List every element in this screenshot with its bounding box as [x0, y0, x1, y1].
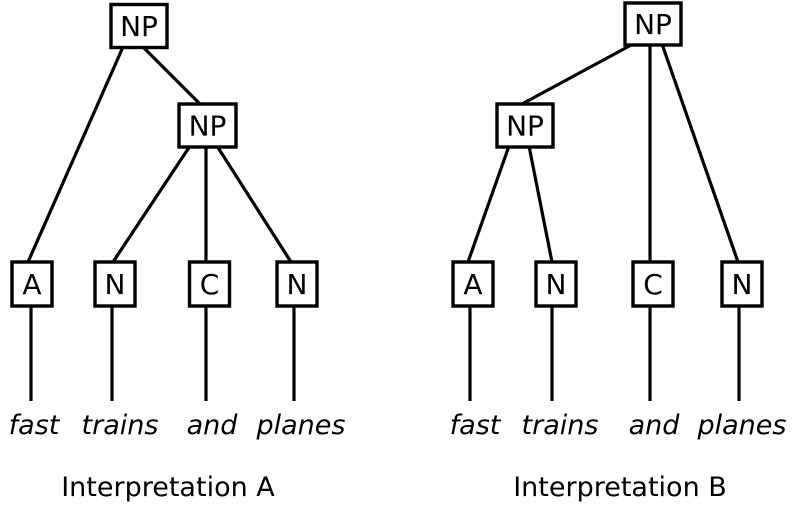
node-box-n [275, 260, 319, 308]
node-label-c: C [200, 268, 220, 301]
word-label: and [187, 410, 239, 441]
tree-edge [660, 43, 740, 263]
tree-caption-b: Interpretation B [513, 472, 727, 503]
node-box-n [534, 260, 578, 308]
node-label-n: N [287, 268, 308, 301]
node-box-n [720, 260, 764, 308]
tree-edge [141, 45, 203, 107]
word-label: trains [82, 410, 159, 441]
node-label-np: NP [634, 8, 672, 41]
node-label-n: N [105, 268, 126, 301]
node-label-c: C [643, 268, 663, 301]
node-box-a [451, 260, 495, 308]
node-box-n [93, 260, 137, 308]
tree-edge [215, 145, 293, 263]
word-label: planes [697, 410, 787, 441]
tree-edge [466, 145, 511, 263]
word-label: and [629, 410, 681, 441]
node-label-a: A [22, 268, 41, 301]
word-label: fast [450, 410, 502, 441]
tree-edge [26, 46, 125, 263]
node-box-np [109, 2, 169, 50]
tree-caption-a: Interpretation A [61, 472, 275, 503]
node-box-np [623, 1, 683, 47]
word-label: planes [256, 410, 346, 441]
node-box-np [495, 102, 555, 149]
node-label-n: N [732, 268, 753, 301]
node-box-c [187, 260, 232, 308]
tree-edge [527, 145, 554, 263]
node-label-a: A [463, 268, 482, 301]
node-label-np: NP [120, 10, 158, 43]
tree-edge [521, 42, 634, 106]
node-label-np: NP [506, 110, 544, 143]
node-box-np [177, 102, 238, 149]
tree-edge [111, 145, 192, 263]
node-box-a [10, 260, 54, 308]
node-label-n: N [546, 268, 567, 301]
word-label: trains [522, 410, 599, 441]
node-box-c [631, 260, 675, 308]
word-label: fast [9, 410, 61, 441]
node-label-np: NP [189, 110, 227, 143]
